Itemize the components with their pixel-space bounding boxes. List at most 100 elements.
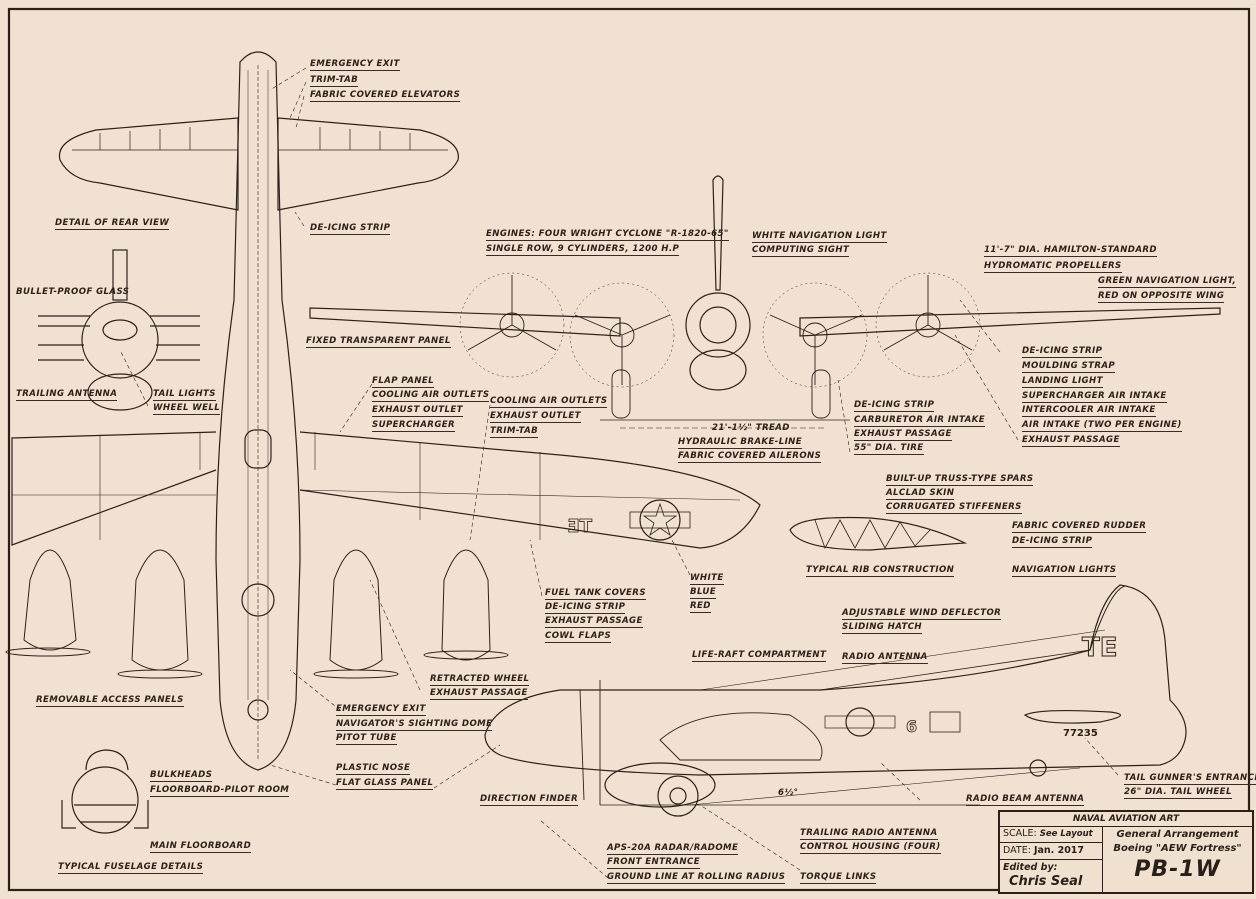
wing-code-marking: TE [567, 516, 592, 537]
left-stabilizer [58, 117, 239, 211]
label-ground-line: Ground Line At Rolling Radius [607, 872, 786, 884]
front-fuselage [685, 292, 751, 358]
label-retracted-wheel: Retracted Wheel [430, 674, 530, 686]
label-main-floorboard: Main Floorboard [150, 841, 252, 853]
scale-cell: SCALE: See Layout [1000, 826, 1103, 843]
label-front-entrance: Front Entrance [607, 857, 701, 869]
label-trim-tab-top: Trim-Tab [310, 75, 359, 87]
label-adjustable-wind-deflector: Adjustable Wind Deflector [842, 608, 1002, 620]
label-floorboard-pilot: Floorboard-Pilot Room [150, 785, 290, 797]
date-label: DATE: [1003, 845, 1031, 856]
label-green-nav-line1: Green Navigation Light, [1098, 276, 1236, 288]
label-fabric-rudder: Fabric Covered Rudder [1012, 521, 1147, 533]
label-corrugated-stiffeners: Corrugated Stiffeners [886, 502, 1022, 514]
label-bullet-proof-glass: Bullet-Proof Glass [16, 287, 130, 297]
edited-by-label: Edited by: [1003, 862, 1058, 873]
title-block-description: General Arrangement Boeing "AEW Fortress… [1103, 826, 1252, 892]
front-right-wing [799, 307, 1221, 337]
label-propellers-line1: 11'-7" Dia. Hamilton-Standard [984, 245, 1157, 257]
label-control-housing: Control Housing (Four) [800, 842, 941, 854]
serial-marking: 77235 [1063, 728, 1098, 739]
label-exhaust-outlet-2: Exhaust Outlet [490, 411, 581, 423]
main-wheel [657, 775, 699, 817]
label-wheel-well: Wheel Well [153, 403, 221, 415]
fuselage-number-marking: 6 [906, 717, 917, 736]
rear-view-detail [38, 249, 200, 411]
side-view [484, 584, 1187, 817]
label-radio-beam-antenna: Radio Beam Antenna [966, 794, 1085, 806]
label-life-raft: Life-Raft Compartment [692, 650, 827, 662]
title-line-2: Boeing "AEW Fortress" [1113, 843, 1242, 854]
nacelle-1 [23, 549, 77, 651]
label-intercooler-air-intake: Intercooler Air Intake [1022, 405, 1156, 417]
title-block: NAVAL AVIATION ART SCALE: See Layout DAT… [998, 810, 1254, 894]
label-tire: 55" Dia. Tire [854, 443, 924, 455]
title-rear-view: Detail Of Rear View [55, 218, 170, 230]
tail-wheel [1029, 759, 1047, 777]
nacelle-2 [131, 549, 189, 671]
label-exhaust-passage-lower: Exhaust Passage [545, 616, 643, 628]
label-engines-line1: Engines: Four Wright Cyclone "R-1820-65" [486, 229, 729, 241]
label-landing-light: Landing Light [1022, 376, 1103, 388]
label-tail-lights: Tail Lights [153, 389, 216, 401]
label-cooling-air-outlets-1: Cooling Air Outlets [372, 390, 490, 402]
label-computing-sight: Computing Sight [752, 245, 850, 257]
label-pitot-tube: Pitot Tube [336, 733, 397, 745]
label-supercharger: Supercharger [372, 420, 456, 432]
plan-fuselage [215, 51, 301, 771]
label-green-nav-line2: Red On Opposite Wing [1098, 291, 1225, 303]
label-trailing-radio-antenna: Trailing Radio Antenna [800, 828, 938, 840]
sheet-border [7, 7, 1251, 892]
front-fin [712, 175, 724, 291]
plan-view [5, 51, 761, 771]
title-rib-construction: Typical Rib Construction [806, 565, 955, 577]
editor-cell: Edited by: Chris Seal [1000, 860, 1103, 892]
title-line-1: General Arrangement [1116, 829, 1239, 840]
front-radome [689, 349, 747, 391]
front-view [309, 175, 1221, 429]
label-deicing-fin: De-Icing Strip [1012, 536, 1093, 548]
label-fabric-ailerons: Fabric Covered Ailerons [678, 451, 822, 463]
label-engines-line2: Single Row, 9 Cylinders, 1200 H.P [486, 244, 680, 256]
label-radio-antenna: Radio Antenna [842, 652, 928, 664]
label-ground-angle: 6½° [778, 788, 799, 798]
side-roundel [845, 707, 875, 737]
tail-code-marking: TE [1082, 633, 1118, 663]
label-radar: APS-20A Radar/Radome [607, 843, 739, 855]
label-air-intake: Air Intake (Two Per Engine) [1022, 420, 1182, 432]
label-moulding-strap: Moulding Strap [1022, 361, 1116, 373]
label-exhaust-passage-front: Exhaust Passage [1022, 435, 1120, 447]
label-exhaust-passage-nacelle: Exhaust Passage [854, 429, 952, 441]
side-fuselage [484, 584, 1187, 776]
label-navigation-lights: Navigation Lights [1012, 565, 1117, 577]
date-value: Jan. 2017 [1033, 845, 1085, 856]
label-torque-links: Torque Links [800, 872, 877, 884]
label-tread-dimension: 21'-1½" Tread [712, 423, 790, 433]
label-deicing-tail: De-Icing Strip [310, 223, 391, 235]
label-deicing-lower: De-Icing Strip [545, 602, 626, 614]
rib-section [789, 516, 968, 551]
date-cell: DATE: Jan. 2017 [1000, 843, 1103, 860]
label-deicing-nacelle: De-Icing Strip [854, 400, 935, 412]
side-stabilizer [1023, 709, 1121, 724]
label-deicing-wing: De-Icing Strip [1022, 346, 1103, 358]
label-white-nav-light: White Navigation Light [752, 231, 887, 243]
label-direction-finder: Direction Finder [480, 794, 578, 806]
label-removable-access-panels: Removable Access Panels [36, 695, 184, 707]
label-hydraulic-brake-line: Hydraulic Brake-Line [678, 437, 803, 449]
label-cooling-air-outlets-2: Cooling Air Outlets [490, 396, 608, 408]
label-flat-glass-panel: Flat Glass Panel [336, 778, 434, 790]
label-sliding-hatch: Sliding Hatch [842, 622, 923, 634]
label-propellers-line2: Hydromatic Propellers [984, 261, 1122, 273]
label-bulkheads: Bulkheads [150, 770, 213, 782]
side-radome [604, 762, 716, 808]
label-alclad-skin: Alclad Skin [886, 488, 955, 500]
label-blue: Blue [690, 587, 717, 599]
title-block-header: NAVAL AVIATION ART [1000, 812, 1252, 827]
title-fuselage-details: Typical Fuselage Details [58, 862, 204, 874]
label-fuel-tank-covers: Fuel Tank Covers [545, 588, 646, 600]
label-exhaust-outlet-1: Exhaust Outlet [372, 405, 463, 417]
label-emergency-exit-top: Emergency Exit [310, 59, 400, 71]
scale-value: See Layout [1039, 829, 1093, 839]
